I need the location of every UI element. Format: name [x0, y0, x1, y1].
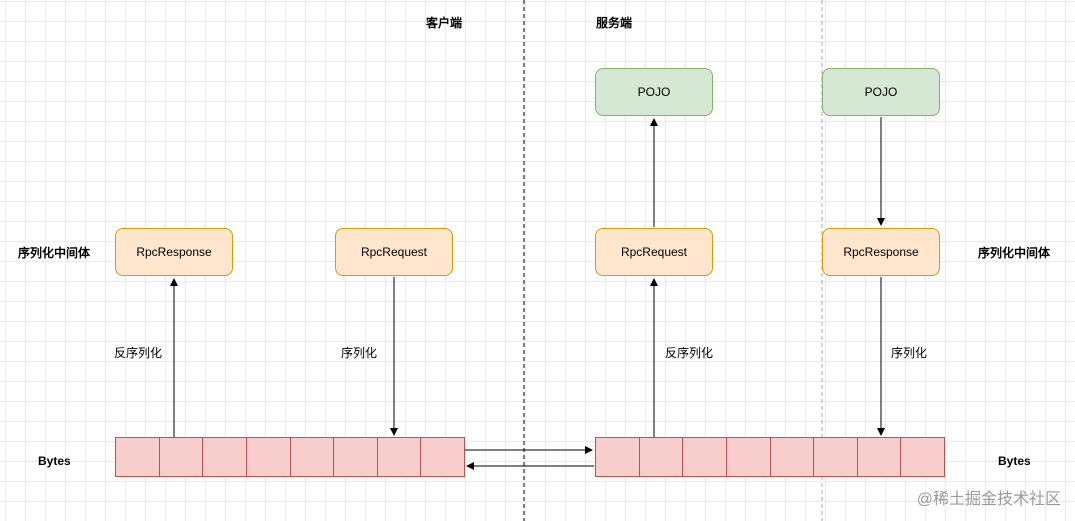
server-pojo-right-label: POJO [864, 85, 898, 99]
server-rpc-response-node: RpcResponse [822, 228, 940, 276]
bytes-label-right: Bytes [998, 454, 1031, 468]
byte-cell [334, 438, 378, 476]
server-rpc-request-label: RpcRequest [620, 245, 688, 259]
client-rpc-request-label: RpcRequest [360, 245, 428, 259]
byte-cell [901, 438, 944, 476]
byte-cell [858, 438, 902, 476]
byte-cell [160, 438, 204, 476]
byte-cell [421, 438, 464, 476]
client-side-title: 客户端 [426, 16, 463, 30]
intermediate-label-right: 序列化中间体 [978, 246, 1051, 260]
client-bytes-array [115, 437, 465, 477]
byte-cell [203, 438, 247, 476]
client-deserialize-label: 反序列化 [114, 346, 163, 360]
server-pojo-left-label: POJO [637, 85, 671, 99]
byte-cell [116, 438, 160, 476]
client-rpc-response-label: RpcResponse [136, 245, 212, 259]
server-bytes-array [595, 437, 945, 477]
intermediate-label-left: 序列化中间体 [18, 246, 91, 260]
byte-cell [378, 438, 422, 476]
client-rpc-request-node: RpcRequest [335, 228, 453, 276]
server-deserialize-label: 反序列化 [665, 346, 714, 360]
byte-cell [771, 438, 815, 476]
client-rpc-response-node: RpcResponse [115, 228, 233, 276]
server-serialize-label: 序列化 [891, 346, 928, 360]
server-rpc-request-node: RpcRequest [595, 228, 713, 276]
byte-cell [683, 438, 727, 476]
client-serialize-label: 序列化 [341, 346, 378, 360]
server-pojo-node-right: POJO [822, 68, 940, 116]
byte-cell [291, 438, 335, 476]
byte-cell [247, 438, 291, 476]
byte-cell [727, 438, 771, 476]
byte-cell [596, 438, 640, 476]
server-side-title: 服务端 [596, 16, 633, 30]
bytes-label-left: Bytes [38, 454, 71, 468]
byte-cell [814, 438, 858, 476]
server-pojo-node-left: POJO [595, 68, 713, 116]
watermark: @稀土掘金技术社区 [916, 491, 1061, 508]
server-rpc-response-label: RpcResponse [843, 245, 919, 259]
byte-cell [640, 438, 684, 476]
